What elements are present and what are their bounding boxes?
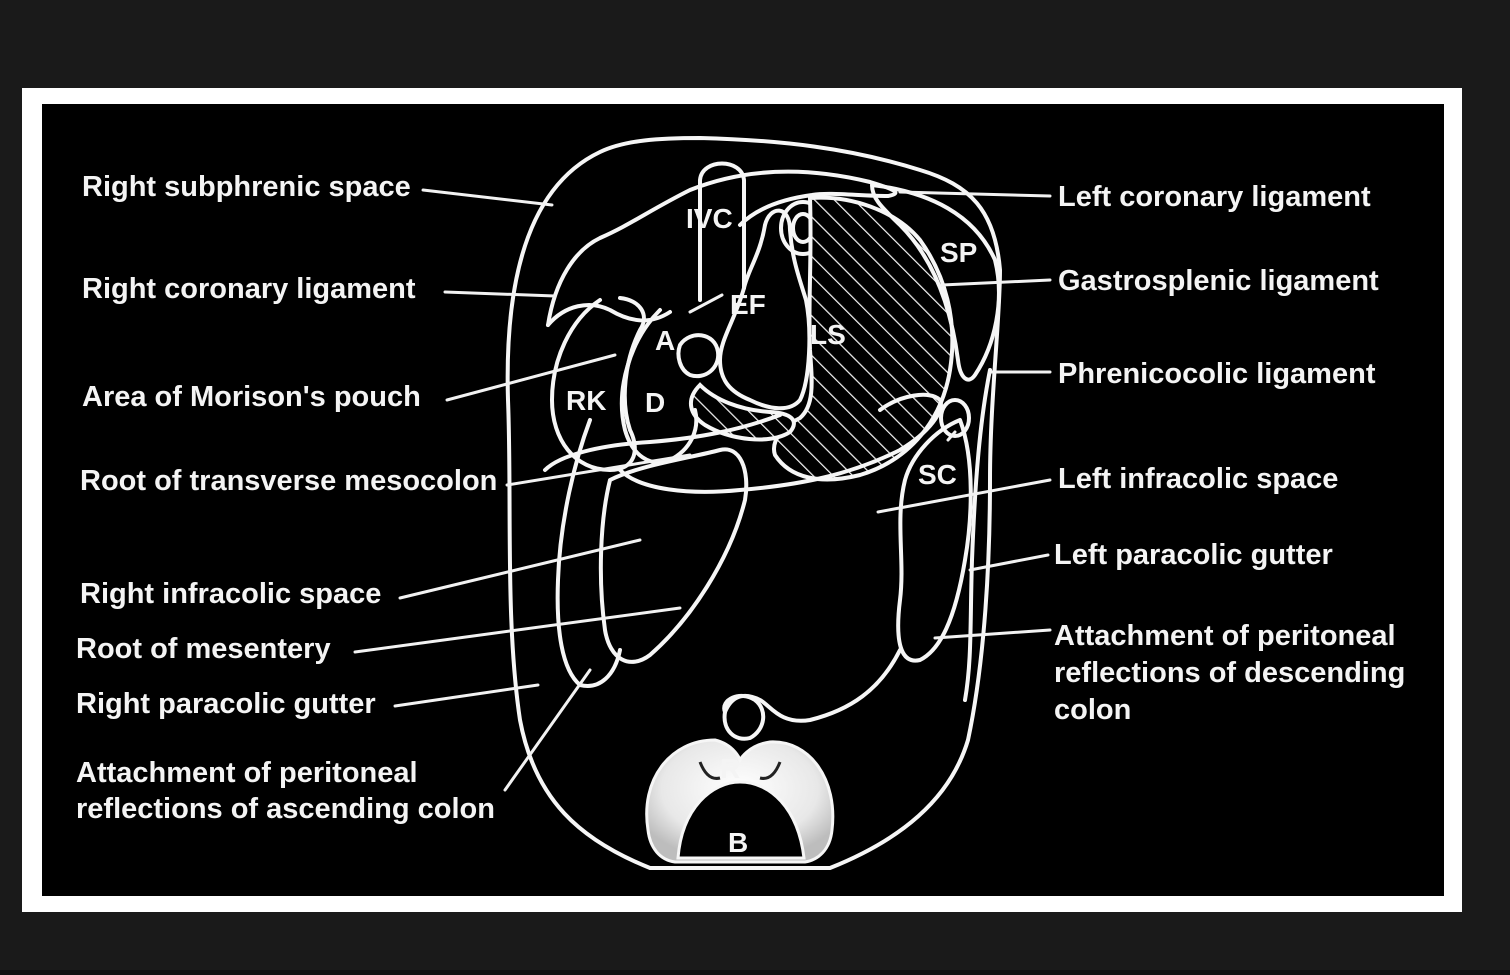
label-left-paracolic-gutter: Left paracolic gutter [1054, 539, 1333, 571]
abbr-ivc: IVC [686, 203, 733, 234]
label-right-coronary-ligament: Right coronary ligament [82, 273, 416, 305]
abbr-b: B [728, 827, 748, 858]
abbr-a: A [655, 325, 675, 356]
label-gastrosplenic-ligament: Gastrosplenic ligament [1058, 265, 1379, 297]
abbr-sc: SC [918, 459, 957, 490]
label-left-coronary-ligament: Left coronary ligament [1058, 181, 1371, 213]
label-right-paracolic-gutter: Right paracolic gutter [76, 688, 376, 720]
label-attachment-ascending-line2: reflections of ascending colon [76, 793, 495, 825]
label-root-transverse-mesocolon: Root of transverse mesocolon [80, 465, 497, 497]
label-attachment-descending-line2: reflections of descending [1054, 657, 1405, 689]
abbr-rk: RK [566, 385, 606, 416]
label-right-infracolic-space: Right infracolic space [80, 578, 381, 610]
abbr-ef: EF [730, 289, 766, 320]
label-right-subphrenic-space: Right subphrenic space [82, 171, 411, 203]
label-root-of-mesentery: Root of mesentery [76, 633, 331, 665]
abbr-sp: SP [940, 237, 977, 268]
abbr-d: D [645, 387, 665, 418]
label-area-morisons-pouch: Area of Morison's pouch [82, 381, 421, 413]
label-attachment-ascending-line1: Attachment of peritoneal [76, 757, 418, 789]
abbr-ls: LS [810, 319, 846, 350]
label-phrenicocolic-ligament: Phrenicocolic ligament [1058, 358, 1376, 390]
label-attachment-descending-line1: Attachment of peritoneal [1054, 620, 1396, 652]
label-left-infracolic-space: Left infracolic space [1058, 463, 1338, 495]
abbr-r: R [720, 753, 740, 784]
label-attachment-descending-line3: colon [1054, 694, 1131, 726]
